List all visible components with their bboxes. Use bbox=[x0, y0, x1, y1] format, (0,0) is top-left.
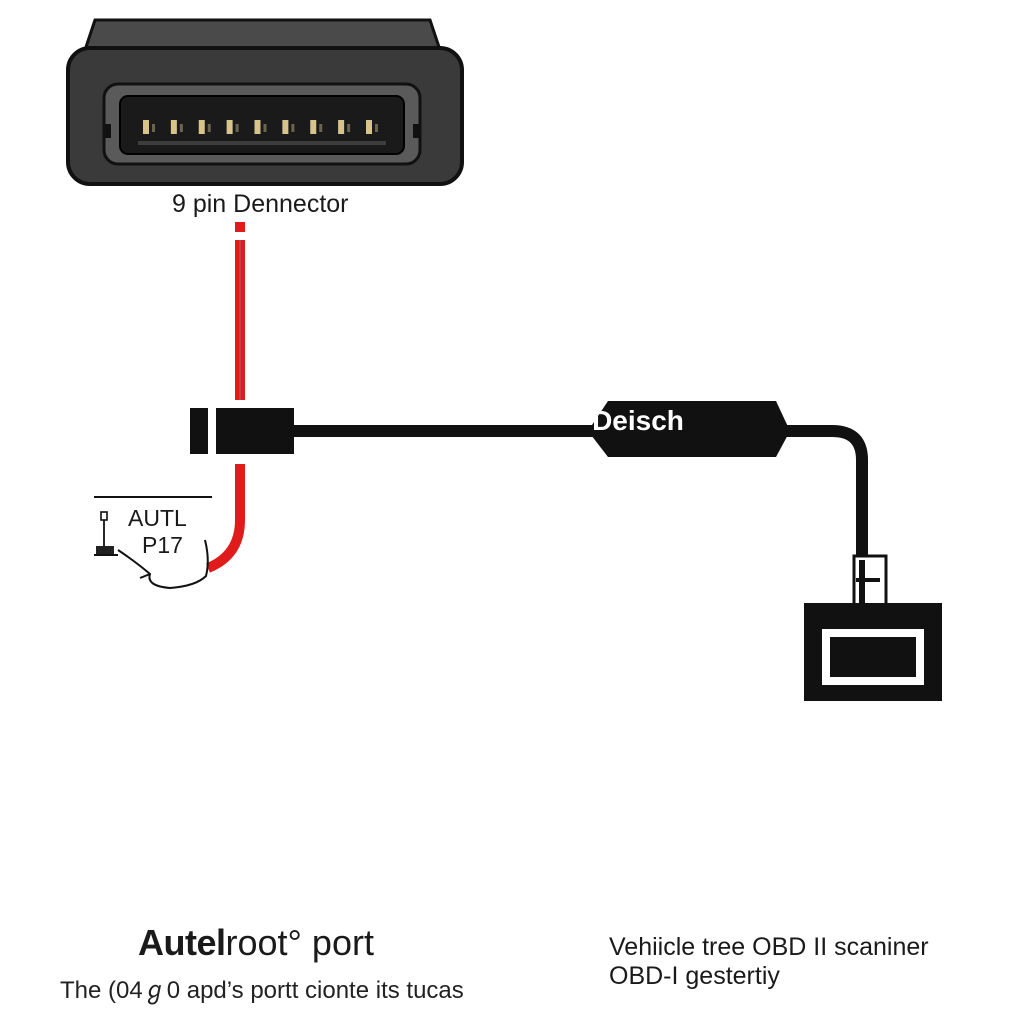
connector-pin bbox=[170, 120, 177, 134]
connector-pin bbox=[226, 120, 233, 134]
connector-pin bbox=[254, 120, 261, 134]
footer-left-subtitle: The (04ℊ0 apd’s portt cionte its tucas bbox=[60, 977, 464, 1004]
plug-icon bbox=[852, 554, 888, 608]
connector-pin-shadow bbox=[207, 124, 211, 132]
autel-tag-label: AUTL P17 bbox=[128, 505, 187, 559]
connector-pin-shadow bbox=[152, 124, 155, 132]
adapter-label: Deisch bbox=[592, 405, 684, 436]
black-cable bbox=[292, 425, 868, 560]
nine-pin-connector bbox=[66, 18, 464, 186]
connector-pin bbox=[366, 120, 372, 134]
connector-pin bbox=[143, 120, 149, 134]
footer-right-line2: OBD-I gestertiy bbox=[609, 962, 780, 990]
footer-left-title-rest: root° port bbox=[225, 922, 374, 963]
connector-pin-shadow bbox=[263, 124, 267, 132]
footer-right-line1: Vehiicle tree OBD II scaniner bbox=[609, 933, 929, 961]
port-device-icon bbox=[804, 603, 942, 701]
autel-tag-line2: P17 bbox=[142, 532, 183, 558]
connector-pin bbox=[282, 120, 289, 134]
connector-pins bbox=[143, 120, 378, 134]
autel-tag-line1: AUTL bbox=[128, 505, 187, 531]
connector-label: 9 pin Dennector bbox=[172, 190, 349, 218]
connector-pin bbox=[198, 120, 205, 134]
plug-block bbox=[190, 408, 294, 454]
adapter-body bbox=[588, 401, 790, 457]
autel-tag-sketch bbox=[94, 496, 212, 590]
connector-pin-shadow bbox=[375, 124, 378, 132]
connector-pin-shadow bbox=[347, 124, 351, 132]
connector-pin bbox=[310, 120, 317, 134]
connector-pin-shadow bbox=[319, 124, 323, 132]
footer-left-title-brand: Autel bbox=[138, 922, 226, 963]
connector-pin-shadow bbox=[291, 124, 295, 132]
footer-left-title: Autelroot° port bbox=[138, 922, 374, 964]
connector-pin-shadow bbox=[179, 124, 183, 132]
connector-pin-shadow bbox=[235, 124, 239, 132]
red-wire bbox=[205, 222, 245, 573]
connector-pin bbox=[338, 120, 345, 134]
